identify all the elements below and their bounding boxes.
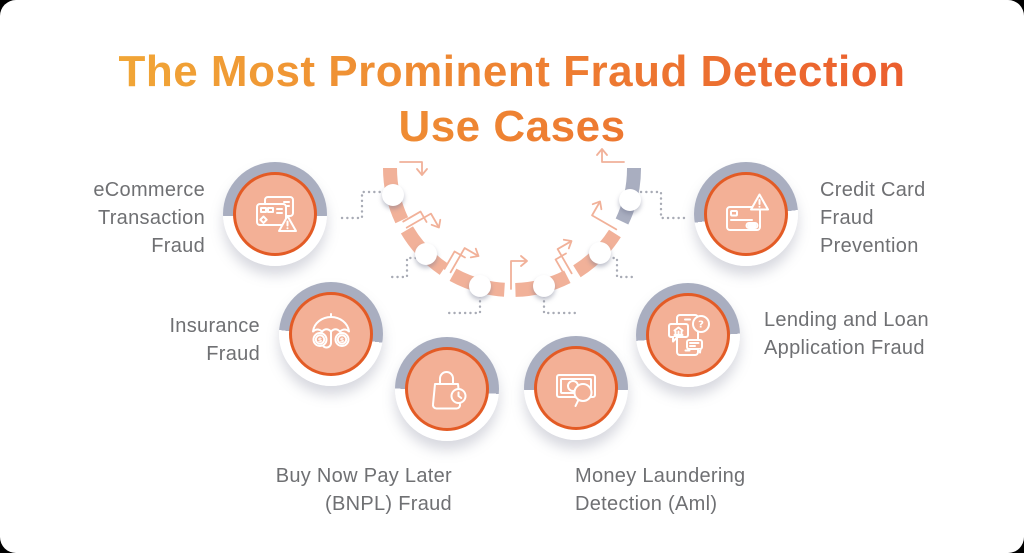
arc-dashed-salmon: [383, 167, 626, 297]
use-case-label-lending-loan-application-fraud: Lending and Loan Application Fraud: [764, 309, 929, 359]
arc-balls: [382, 184, 641, 297]
connector-credit-card: [639, 190, 688, 220]
banknote-magnifier-icon: [556, 374, 596, 407]
medallion-ring: [405, 347, 489, 431]
loan-chat-question-icon: ?: [668, 314, 710, 356]
credit-card-warning-icon: [726, 193, 769, 231]
shopping-bag-clock-icon: [432, 371, 467, 410]
dotted-connectors: [335, 190, 688, 315]
svg-text:$: $: [340, 336, 345, 344]
svg-text:$: $: [318, 336, 323, 344]
credit-cards-alert-icon: [256, 196, 297, 232]
use-case-label-insurance-fraud: Insurance Fraud: [169, 315, 260, 365]
medallion-credit-card-fraud-prevention: [694, 162, 798, 266]
medallion-money-laundering-detection: [524, 336, 628, 440]
connector-insurance: [388, 256, 423, 279]
use-case-label-bnpl-fraud: Buy Now Pay Later (BNPL) Fraud: [275, 465, 452, 515]
use-case-label-credit-card-fraud-prevention: Credit Card Fraud Prevention: [820, 179, 926, 257]
medallion-ring: [534, 346, 618, 430]
connector-money-laundering: [542, 294, 578, 315]
use-case-label-ecommerce-transaction-fraud: eCommerce Transaction Fraud: [93, 179, 205, 257]
connector-bnpl: [446, 294, 482, 315]
connector-lending: [601, 256, 636, 279]
umbrella-money-icon: $ $: [312, 313, 350, 349]
medallion-insurance-fraud: $ $: [279, 282, 383, 386]
connector-ecommerce: [335, 190, 387, 220]
medallion-ring: ?: [646, 293, 730, 377]
arc-arrow-decorations: [399, 148, 625, 290]
medallion-ring: [704, 172, 788, 256]
medallion-lending-loan-application-fraud: ?: [636, 283, 740, 387]
svg-text:?: ?: [698, 320, 704, 331]
medallion-bnpl-fraud: [395, 337, 499, 441]
medallion-ecommerce-transaction-fraud: [223, 162, 327, 266]
medallion-ring: [233, 172, 317, 256]
medallion-ring: $ $: [289, 292, 373, 376]
use-case-label-money-laundering-detection: Money Laundering Detection (Aml): [575, 465, 746, 515]
